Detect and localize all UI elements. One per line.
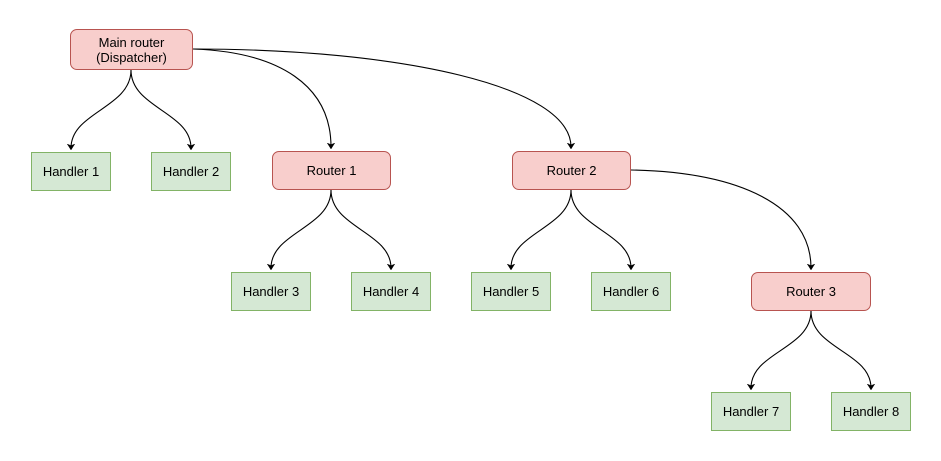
node-handler6[interactable]: Handler 6 — [591, 272, 671, 311]
node-handler3[interactable]: Handler 3 — [231, 272, 311, 311]
node-handler8[interactable]: Handler 8 — [831, 392, 911, 431]
node-handler2[interactable]: Handler 2 — [151, 152, 231, 191]
edge-main-router2 — [192, 48, 571, 147]
edge-router2-handler6 — [570, 189, 631, 268]
node-label: Handler 7 — [722, 404, 780, 419]
edge-router1-handler4 — [330, 189, 391, 268]
node-label: Router 3 — [786, 284, 836, 299]
node-label: Handler 8 — [842, 404, 900, 419]
node-handler5[interactable]: Handler 5 — [471, 272, 551, 311]
edge-main-handler2 — [130, 69, 191, 148]
node-main[interactable]: Main router (Dispatcher) — [70, 29, 193, 70]
node-router1[interactable]: Router 1 — [272, 151, 391, 190]
node-handler4[interactable]: Handler 4 — [351, 272, 431, 311]
edge-router2-handler5 — [511, 189, 572, 268]
node-router2[interactable]: Router 2 — [512, 151, 631, 190]
node-handler1[interactable]: Handler 1 — [31, 152, 111, 191]
node-label: Handler 6 — [602, 284, 660, 299]
node-label: Router 1 — [306, 163, 357, 178]
edge-main-router1 — [192, 48, 331, 147]
node-label: Router 2 — [546, 163, 597, 178]
node-label: Main router (Dispatcher) — [96, 34, 167, 65]
node-label: Handler 1 — [42, 164, 100, 179]
node-label: Handler 5 — [482, 284, 540, 299]
edges-group — [71, 48, 871, 388]
node-label: Handler 4 — [362, 284, 420, 299]
node-label: Handler 2 — [162, 164, 220, 179]
node-label: Handler 3 — [242, 284, 300, 299]
edge-router1-handler3 — [271, 189, 332, 268]
node-router3[interactable]: Router 3 — [751, 272, 871, 311]
node-handler7[interactable]: Handler 7 — [711, 392, 791, 431]
edge-router2-router3 — [630, 169, 811, 268]
edge-router3-handler7 — [751, 310, 812, 388]
edge-main-handler1 — [71, 69, 132, 148]
edge-router3-handler8 — [810, 310, 871, 388]
